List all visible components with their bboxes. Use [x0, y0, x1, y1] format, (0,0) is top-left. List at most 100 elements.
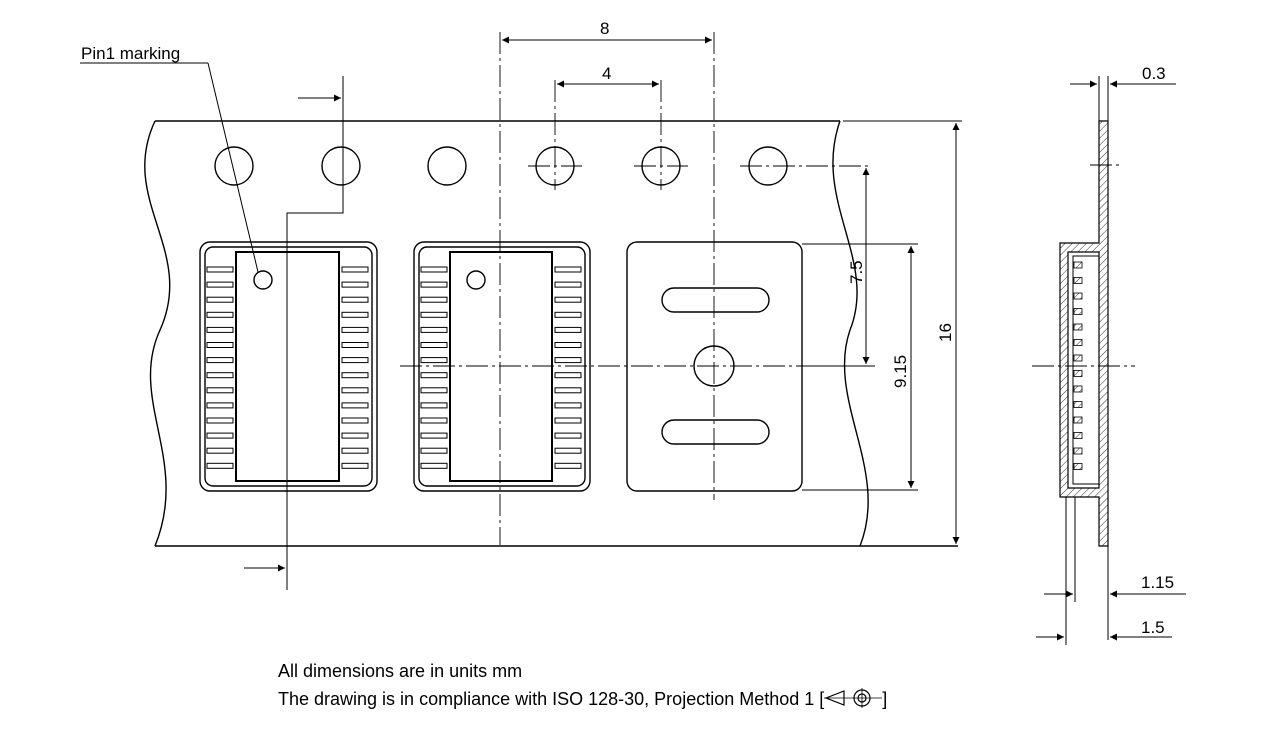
- dim-9-15-label: 9.15: [891, 355, 910, 388]
- side-lead: [1073, 277, 1083, 284]
- ic-lead: [206, 372, 234, 379]
- ic-lead: [420, 357, 448, 364]
- ic-lead: [554, 342, 582, 348]
- ic-lead: [554, 326, 582, 333]
- ic-lead: [206, 281, 234, 288]
- ic-lead: [206, 311, 234, 318]
- dim-7-5-label: 7.5: [847, 260, 866, 284]
- compliance-note: The drawing is in compliance with ISO 12…: [278, 688, 887, 710]
- pin1-marking-callout: Pin1 marking: [80, 44, 259, 273]
- side-lead: [1073, 416, 1083, 424]
- dim-0-3: 0.3: [1070, 64, 1176, 121]
- ic-lead: [206, 357, 234, 364]
- ic-lead: [554, 357, 582, 364]
- dim-pitch-4: 4: [557, 64, 659, 88]
- sprocket-hole: [321, 146, 361, 186]
- side-lead: [1073, 354, 1083, 362]
- side-lead: [1073, 339, 1083, 346]
- ic-lead: [206, 326, 234, 333]
- ic-lead: [554, 311, 582, 318]
- dim-1-15-label: 1.15: [1141, 573, 1174, 592]
- ic-lead: [341, 387, 369, 394]
- ic-lead: [420, 266, 448, 273]
- side-lead: [1073, 370, 1083, 377]
- tape-profile: [1059, 120, 1109, 547]
- pin1-marking-label: Pin1 marking: [81, 44, 180, 63]
- dim-9-15: 9.15: [802, 243, 918, 491]
- ic-lead: [420, 447, 448, 454]
- pocket-1: [199, 241, 378, 492]
- pin1-dot: [253, 270, 273, 290]
- sprocket-hole: [427, 146, 467, 186]
- dim-16-label: 16: [936, 323, 955, 342]
- ic-lead: [341, 281, 369, 288]
- ic-lead: [341, 326, 369, 333]
- ic-lead: [420, 342, 448, 348]
- ic-lead: [420, 296, 448, 303]
- ic-lead: [420, 311, 448, 318]
- dim-16: 16: [843, 120, 962, 544]
- feed-direction-indicator: [244, 76, 344, 590]
- side-lead: [1073, 447, 1083, 455]
- pin1-dot: [466, 270, 486, 290]
- side-lead: [1073, 308, 1083, 315]
- ic-lead: [206, 387, 234, 394]
- ic-lead: [206, 432, 234, 439]
- dim-8-label: 8: [600, 19, 609, 38]
- dim-pitch-8: 8: [502, 19, 712, 44]
- ic-lead: [554, 402, 582, 409]
- dim-1-15: 1.15: [1044, 497, 1186, 640]
- dim-0-3-label: 0.3: [1142, 64, 1166, 83]
- dim-4-label: 4: [602, 64, 611, 83]
- side-lead: [1073, 292, 1083, 300]
- side-lead: [1073, 432, 1083, 439]
- units-note: All dimensions are in units mm: [278, 661, 523, 681]
- dim-1-5: 1.5: [1036, 497, 1172, 645]
- ic-lead: [206, 342, 234, 348]
- sprocket-holes: [214, 146, 870, 186]
- ic-lead: [554, 281, 582, 288]
- compliance-suffix: ]: [882, 689, 888, 709]
- ic-lead: [554, 462, 582, 469]
- ic-lead: [206, 462, 234, 469]
- dim-7-5: 7.5: [800, 168, 875, 367]
- side-lead: [1073, 463, 1083, 470]
- side-lead: [1073, 261, 1083, 269]
- dim-1-5-label: 1.5: [1141, 618, 1165, 637]
- sprocket-hole: [214, 146, 254, 186]
- carrier-tape: [144, 120, 958, 547]
- ic-lead: [420, 372, 448, 379]
- ic-lead: [420, 402, 448, 409]
- ic-lead: [341, 402, 369, 409]
- ic-lead: [420, 281, 448, 288]
- ic-lead: [420, 387, 448, 394]
- ic-lead: [341, 296, 369, 303]
- ic-lead: [554, 296, 582, 303]
- ic-lead: [341, 417, 369, 424]
- ic-lead: [554, 266, 582, 273]
- ic-lead: [554, 417, 582, 424]
- side-section-view: [1032, 120, 1135, 547]
- side-lead: [1073, 385, 1083, 393]
- side-lead: [1073, 323, 1083, 331]
- ic-lead: [206, 296, 234, 303]
- pocket-2: [413, 241, 591, 492]
- empty-pocket: [626, 241, 803, 492]
- ic-lead: [206, 402, 234, 409]
- ic-lead: [420, 326, 448, 333]
- ic-lead: [554, 372, 582, 379]
- ic-lead: [206, 447, 234, 454]
- ic-lead: [341, 266, 369, 273]
- ic-lead: [341, 447, 369, 454]
- ic-lead: [341, 357, 369, 364]
- ic-lead: [206, 417, 234, 424]
- ic-lead: [554, 387, 582, 394]
- ic-lead: [341, 462, 369, 469]
- ic-lead: [420, 462, 448, 469]
- ic-lead: [206, 266, 234, 273]
- ic-lead: [341, 342, 369, 348]
- ic-lead: [341, 311, 369, 318]
- ic-lead: [341, 372, 369, 379]
- compliance-text: The drawing is in compliance with ISO 12…: [278, 689, 825, 709]
